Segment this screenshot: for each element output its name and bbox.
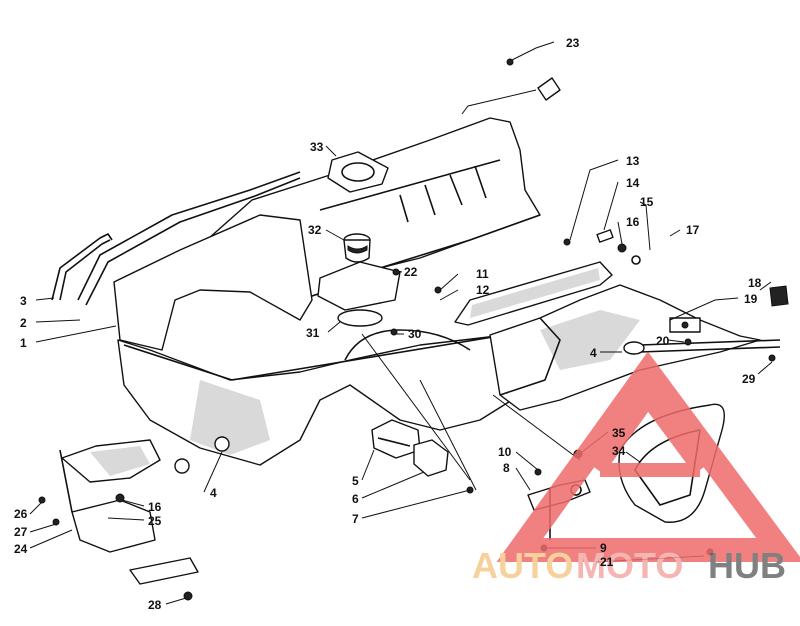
callout-3: 3 — [20, 294, 27, 308]
callout-30: 30 — [408, 327, 422, 341]
gasket-33 — [327, 151, 389, 193]
callout-17: 17 — [686, 223, 700, 237]
callout-22: 22 — [404, 265, 418, 279]
callout-11: 11 — [476, 267, 489, 281]
callout-33: 33 — [310, 140, 324, 154]
callout-27: 27 — [14, 525, 28, 539]
callout-18: 18 — [748, 276, 762, 290]
boot-32 — [343, 233, 371, 263]
floor-plate — [317, 261, 401, 327]
callout-1: 1 — [20, 336, 27, 350]
watermark: AUTO MOTO HUB — [472, 351, 800, 586]
panel-12 — [454, 261, 613, 326]
callout-32: 32 — [308, 223, 322, 237]
callout-2: 2 — [20, 316, 27, 330]
watermark-logo-icon — [496, 351, 800, 562]
callout-16-lower: 16 — [148, 500, 162, 514]
callout-25: 25 — [148, 514, 162, 528]
callout-10: 10 — [498, 445, 512, 459]
callout-31: 31 — [306, 326, 320, 340]
callout-15: 15 — [640, 195, 654, 209]
side-rails — [51, 171, 301, 306]
callout-14: 14 — [626, 176, 640, 190]
callout-13: 13 — [626, 154, 640, 168]
callout-35: 35 — [612, 426, 626, 440]
callout-9: 9 — [600, 541, 607, 555]
callout-20: 20 — [656, 334, 670, 348]
watermark-hub: HUB — [708, 545, 786, 586]
callout-12: 12 — [476, 283, 490, 297]
callout-34: 34 — [612, 444, 626, 458]
callout-23: 23 — [566, 36, 580, 50]
callout-4-lower: 4 — [210, 486, 217, 500]
callout-26: 26 — [14, 507, 28, 521]
callout-5: 5 — [352, 474, 359, 488]
callout-7: 7 — [352, 512, 359, 526]
callout-24: 24 — [14, 542, 28, 556]
callout-19: 19 — [744, 292, 758, 306]
callout-29: 29 — [742, 372, 756, 386]
callout-16: 16 — [626, 215, 640, 229]
callout-6: 6 — [352, 492, 359, 506]
bracket-assembly — [59, 439, 199, 585]
housing-5-6 — [371, 419, 449, 477]
watermark-auto: AUTO — [472, 545, 573, 586]
watermark-moto: MOTO — [576, 545, 683, 586]
callout-labels: 23 33 13 14 15 16 17 32 22 11 12 18 19 3… — [14, 36, 762, 612]
callout-4-upper: 4 — [590, 346, 597, 360]
callout-21: 21 — [600, 555, 614, 569]
callout-28: 28 — [148, 598, 162, 612]
callout-8: 8 — [503, 461, 510, 475]
